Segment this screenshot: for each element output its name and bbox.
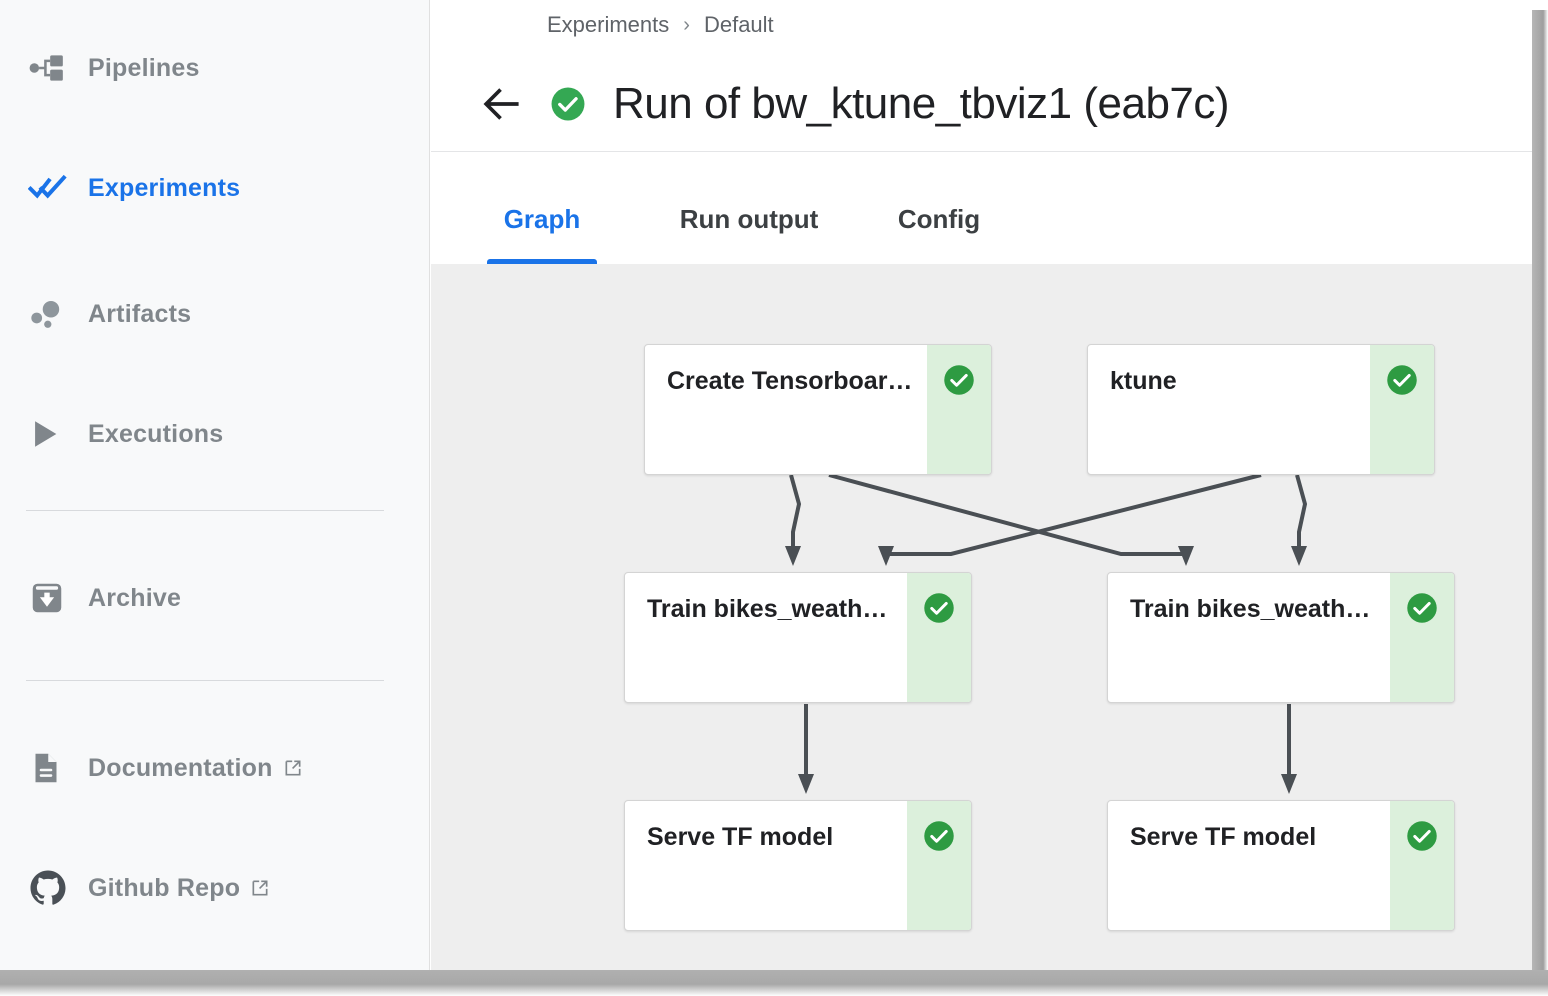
node-status — [1390, 801, 1454, 930]
arrow-left-icon[interactable] — [479, 82, 523, 126]
artifacts-icon — [28, 295, 88, 333]
sidebar-item-label: Artifacts — [88, 299, 192, 328]
sidebar-divider-bottom — [26, 680, 384, 681]
node-body: Train bikes_weath… — [625, 573, 907, 702]
node-status — [1390, 573, 1454, 702]
document-icon — [28, 750, 88, 786]
sidebar-item-executions[interactable]: Executions — [0, 404, 430, 464]
sidebar-item-label: Pipelines — [88, 53, 200, 82]
tab-graph[interactable]: Graph — [487, 186, 597, 264]
node-body: ktune — [1088, 345, 1370, 474]
breadcrumb-item-default[interactable]: Default — [703, 12, 774, 37]
tab-active-indicator — [487, 259, 597, 264]
window-bottom-edge — [0, 970, 1548, 996]
tab-config[interactable]: Config — [879, 186, 999, 264]
header-divider — [431, 151, 1539, 152]
sidebar-item-label: Github Repo — [88, 873, 241, 902]
pipeline-graph-canvas[interactable]: Create Tensorboar… ktune — [431, 264, 1539, 970]
node-label: Create Tensorboar… — [667, 367, 913, 395]
node-label: Serve TF model — [647, 823, 834, 851]
edge-n1-n3 — [785, 474, 802, 566]
tab-run-output[interactable]: Run output — [649, 186, 849, 264]
sidebar-item-artifacts[interactable]: Artifacts — [0, 284, 430, 344]
pipelines-icon — [28, 49, 88, 87]
sidebar-item-experiments[interactable]: Experiments — [0, 158, 430, 218]
node-label: ktune — [1110, 367, 1177, 395]
tab-label: Config — [897, 204, 981, 234]
check-circle-icon — [1405, 591, 1439, 625]
node-body: Create Tensorboar… — [645, 345, 927, 474]
node-label: Train bikes_weath… — [1130, 595, 1371, 623]
graph-node[interactable]: Serve TF model — [624, 800, 972, 931]
tab-label: Graph — [503, 204, 581, 234]
node-body: Train bikes_weath… — [1108, 573, 1390, 702]
sidebar-item-github-repo[interactable]: Github Repo — [0, 858, 430, 918]
executions-icon — [28, 417, 88, 451]
page-header: Run of bw_ktune_tbviz1 (eab7c) — [431, 58, 1539, 150]
node-status — [907, 573, 971, 702]
sidebar-item-pipelines[interactable]: Pipelines — [0, 38, 430, 98]
window-right-edge — [1532, 0, 1548, 996]
graph-node[interactable]: ktune — [1087, 344, 1435, 475]
experiments-icon — [28, 168, 88, 208]
edge-n2-n4 — [1291, 474, 1308, 566]
node-status — [907, 801, 971, 930]
archive-icon — [28, 579, 88, 617]
check-circle-icon — [1405, 819, 1439, 853]
tab-bar: Graph Run output Config — [431, 152, 1539, 264]
sidebar-divider-top — [26, 510, 384, 511]
check-circle-icon — [1385, 363, 1419, 397]
check-circle-icon — [922, 819, 956, 853]
graph-node[interactable]: Create Tensorboar… — [644, 344, 992, 475]
sidebar-item-label: Documentation — [88, 753, 273, 782]
edge-n1-n4 — [828, 473, 1194, 566]
check-circle-icon — [922, 591, 956, 625]
main-content: Experiments › Default Run of bw_ktune_tb… — [431, 0, 1539, 970]
sidebar-item-documentation[interactable]: Documentation — [0, 738, 430, 798]
node-label: Serve TF model — [1130, 823, 1317, 851]
edge-n2-n3 — [878, 473, 1262, 566]
breadcrumb: Experiments › Default — [547, 12, 774, 38]
sidebar-item-archive[interactable]: Archive — [0, 568, 430, 628]
graph-node[interactable]: Train bikes_weath… — [1107, 572, 1455, 703]
graph-node[interactable]: Train bikes_weath… — [624, 572, 972, 703]
breadcrumb-separator: › — [683, 13, 690, 36]
external-link-icon — [250, 878, 270, 898]
tab-label: Run output — [679, 204, 819, 234]
graph-edges — [785, 473, 1308, 794]
sidebar-item-label: Executions — [88, 419, 224, 448]
sidebar-item-label: Experiments — [88, 173, 241, 202]
check-circle-icon — [549, 85, 587, 123]
node-status — [927, 345, 991, 474]
node-body: Serve TF model — [625, 801, 907, 930]
graph-node[interactable]: Serve TF model — [1107, 800, 1455, 931]
github-icon — [28, 868, 88, 908]
node-body: Serve TF model — [1108, 801, 1390, 930]
sidebar-item-label: Archive — [88, 583, 182, 612]
check-circle-icon — [942, 363, 976, 397]
page-title: Run of bw_ktune_tbviz1 (eab7c) — [613, 79, 1230, 128]
node-status — [1370, 345, 1434, 474]
window-corner — [1532, 0, 1548, 10]
breadcrumb-item-experiments[interactable]: Experiments — [547, 12, 670, 37]
sidebar: Pipelines Experiments Artifacts — [0, 0, 430, 970]
external-link-icon — [283, 758, 303, 778]
node-label: Train bikes_weath… — [647, 595, 888, 623]
